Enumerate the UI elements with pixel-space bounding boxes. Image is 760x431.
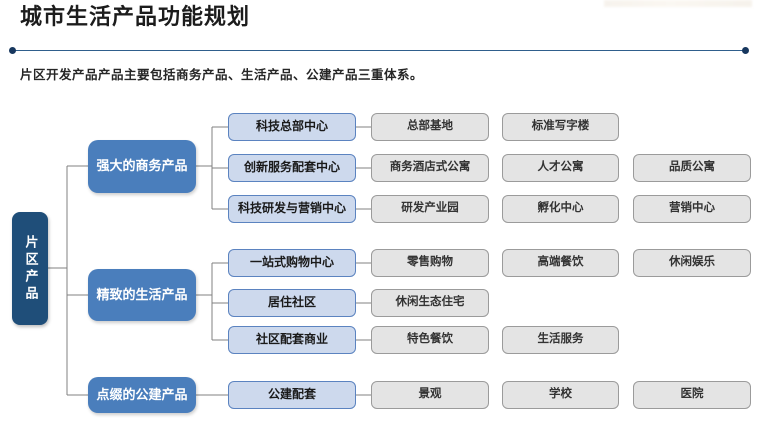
node-item-special-dining: 特色餐饮 (371, 326, 489, 354)
node-item-talent-apartment: 人才公寓 (502, 154, 619, 182)
node-group-public: 点缀的公建产品 (88, 377, 196, 413)
node-item-life-services: 生活服务 (502, 326, 619, 354)
node-item-eco-residence: 休闲生态住宅 (371, 289, 489, 317)
node-item-rd-park: 研发产业园 (371, 195, 489, 223)
node-item-quality-apartment: 品质公寓 (633, 154, 751, 182)
node-hub-innovation-service: 创新服务配套中心 (228, 154, 356, 182)
node-group-life: 精致的生活产品 (88, 269, 196, 321)
node-item-marketing-center: 营销中心 (633, 195, 751, 223)
node-hub-community-commerce: 社区配套商业 (228, 326, 356, 354)
node-group-business: 强大的商务产品 (88, 140, 196, 193)
watermark (604, 0, 752, 7)
node-item-school: 学校 (502, 381, 619, 409)
divider-dot-right (742, 47, 749, 54)
node-item-hotel-apartment: 商务酒店式公寓 (371, 154, 489, 182)
node-hub-shopping-center: 一站式购物中心 (228, 249, 356, 277)
node-item-incubation-center: 孵化中心 (502, 195, 619, 223)
divider-dot-left (9, 47, 16, 54)
node-item-landscape: 景观 (371, 381, 489, 409)
node-item-office-building: 标准写字楼 (502, 113, 619, 141)
subtitle: 片区开发产品产品主要包括商务产品、生活产品、公建产品三重体系。 (20, 68, 424, 82)
page-title: 城市生活产品功能规划 (20, 4, 251, 29)
node-item-leisure-entertainment: 休闲娱乐 (633, 249, 751, 277)
node-hub-rd-marketing: 科技研发与营销中心 (228, 195, 356, 223)
node-hub-public-facilities: 公建配套 (228, 381, 356, 409)
node-hub-tech-hq: 科技总部中心 (228, 113, 356, 141)
node-item-hospital: 医院 (633, 381, 751, 409)
node-item-fine-dining: 高端餐饮 (502, 249, 619, 277)
node-item-retail: 零售购物 (371, 249, 489, 277)
node-hub-residential: 居住社区 (228, 289, 356, 317)
node-item-hq-base: 总部基地 (371, 113, 489, 141)
node-root: 片区产品 (12, 212, 48, 325)
divider (9, 47, 749, 54)
